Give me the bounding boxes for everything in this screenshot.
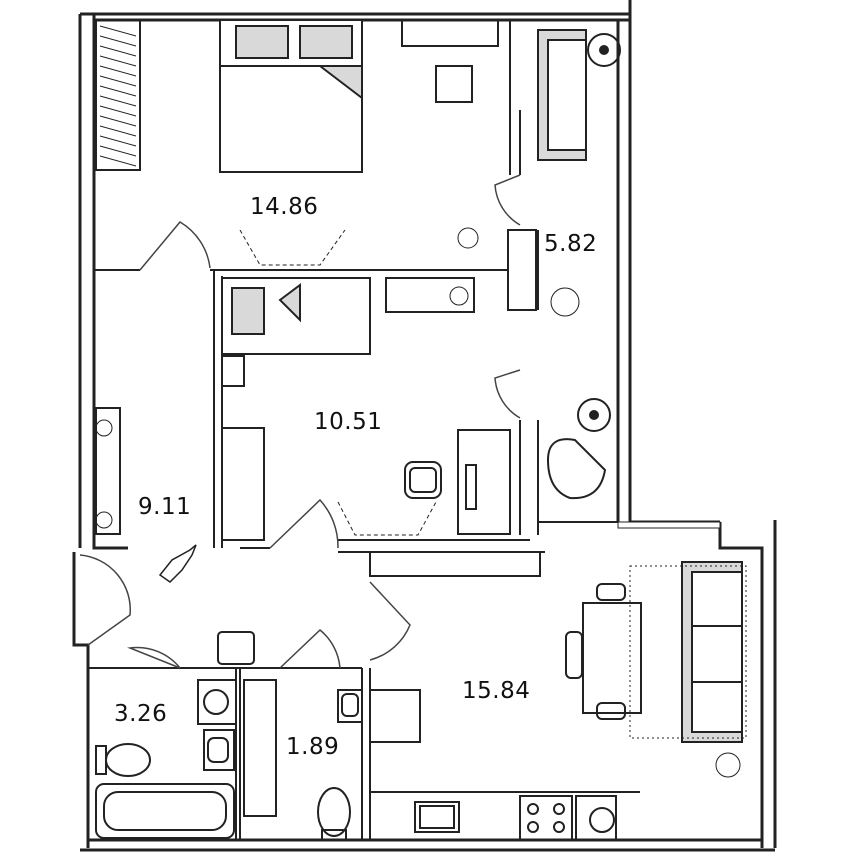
shelf-icon [401, 19, 499, 47]
toilet-room-toilet-icon [317, 787, 351, 841]
single-bed-icon [221, 277, 371, 355]
balcony-column-icon [507, 229, 537, 311]
hallway-shelf-icon [95, 407, 121, 535]
bathroom-vent-icon [217, 631, 255, 665]
area-hallway: 9.11 [138, 494, 192, 520]
area-bedroom-second: 10.51 [314, 409, 383, 435]
area-toilet: 1.89 [286, 734, 340, 760]
plant-icon [95, 227, 741, 778]
nightstand-icon [435, 65, 473, 103]
sofa-icon [537, 29, 621, 161]
door-swings [79, 174, 521, 669]
outer-walls [72, 0, 777, 852]
stove-icon [519, 795, 573, 841]
armchair-icon [546, 398, 611, 500]
sink-bath-icon [203, 729, 235, 771]
area-bedroom-main: 14.86 [250, 194, 319, 220]
washing-machine-icon [575, 795, 617, 841]
side-table-icon [221, 355, 245, 387]
area-kitchen-living: 15.84 [462, 678, 531, 704]
rug-icon [629, 565, 747, 739]
fridge-icon [369, 551, 541, 577]
kitchen-cabinet-icon [369, 689, 421, 743]
work-desk-icon [457, 429, 511, 535]
toilet-icon [95, 743, 151, 777]
dining-table-icon [565, 583, 642, 720]
sofa-living-icon [681, 561, 743, 743]
tv-icon [239, 229, 346, 266]
area-balcony: 5.82 [544, 231, 598, 257]
toilet-room-shelf-icon [243, 679, 277, 817]
sink-icon [414, 801, 460, 833]
desk-icon [385, 277, 475, 313]
wardrobe-second-icon [221, 427, 265, 541]
wardrobe-icon [95, 19, 141, 171]
toilet-room-sink-icon [337, 689, 363, 723]
chair-icon [404, 461, 442, 499]
bathroom-washer-icon [197, 679, 237, 725]
tv-second-icon [337, 501, 437, 536]
bathtub-icon [95, 783, 235, 839]
bed-icon [219, 19, 363, 173]
area-bathroom: 3.26 [114, 701, 168, 727]
windows [617, 521, 721, 529]
dog-icon [158, 544, 197, 583]
